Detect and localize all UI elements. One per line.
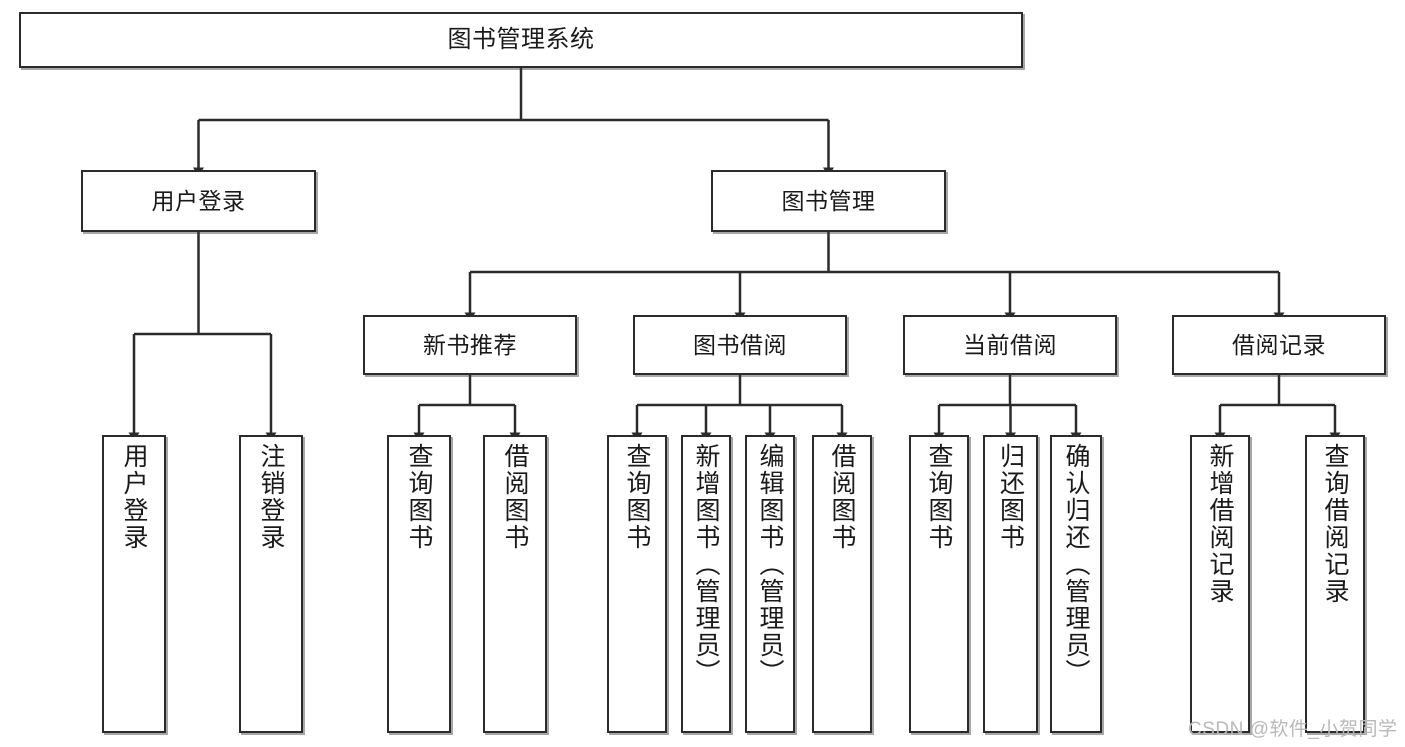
node-label: 用户登录 <box>151 187 246 214</box>
node-label: 当前借阅 <box>963 331 1057 358</box>
node-leaf-edit-book[interactable]: 编辑图书（管理员） <box>745 435 795 733</box>
node-label: 新增图书（管理员） <box>692 443 720 686</box>
node-label: 借阅图书 <box>501 443 529 551</box>
node-label: 编辑图书（管理员） <box>756 443 784 686</box>
node-user-login[interactable]: 用户登录 <box>81 170 316 232</box>
node-leaf-logout[interactable]: 注销登录 <box>239 435 303 733</box>
node-label: 查询图书 <box>623 443 651 551</box>
node-leaf-add-record[interactable]: 新增借阅记录 <box>1190 435 1250 733</box>
csdn-watermark: CSDN @软件_小贺同学 <box>1188 719 1398 740</box>
node-label: 新书推荐 <box>423 331 517 358</box>
node-label: 图书管理系统 <box>447 26 595 54</box>
node-leaf-borrow-book-2[interactable]: 借阅图书 <box>812 435 872 733</box>
node-label: 用户登录 <box>120 443 148 551</box>
node-label: 借阅记录 <box>1232 331 1326 358</box>
node-label: 新增借阅记录 <box>1206 443 1234 605</box>
node-label: 图书借阅 <box>693 331 787 358</box>
node-current-borrow[interactable]: 当前借阅 <box>903 315 1117 375</box>
node-label: 查询借阅记录 <box>1321 443 1349 605</box>
node-leaf-return-book[interactable]: 归还图书 <box>983 435 1038 733</box>
node-label: 注销登录 <box>257 443 285 551</box>
node-book-borrow[interactable]: 图书借阅 <box>633 315 847 375</box>
node-label: 查询图书 <box>405 443 433 551</box>
node-leaf-query-book-1[interactable]: 查询图书 <box>387 435 451 733</box>
node-label: 归还图书 <box>996 443 1025 551</box>
node-leaf-user-login[interactable]: 用户登录 <box>102 435 166 733</box>
node-label: 图书管理 <box>781 187 876 214</box>
node-new-book-rec[interactable]: 新书推荐 <box>363 315 577 375</box>
node-leaf-borrow-book-1[interactable]: 借阅图书 <box>483 435 547 733</box>
node-label: 借阅图书 <box>828 443 856 551</box>
node-label: 查询图书 <box>925 443 953 551</box>
node-borrow-record[interactable]: 借阅记录 <box>1172 315 1386 375</box>
node-root[interactable]: 图书管理系统 <box>19 12 1023 68</box>
node-label: 确认归还（管理员） <box>1062 443 1090 686</box>
edges-group <box>128 68 1341 442</box>
node-leaf-query-book-3[interactable]: 查询图书 <box>909 435 969 733</box>
node-book-manage[interactable]: 图书管理 <box>711 170 946 232</box>
node-leaf-confirm-return[interactable]: 确认归还（管理员） <box>1050 435 1102 733</box>
node-leaf-query-record[interactable]: 查询借阅记录 <box>1305 435 1365 733</box>
node-leaf-query-book-2[interactable]: 查询图书 <box>607 435 667 733</box>
node-leaf-add-book[interactable]: 新增图书（管理员） <box>681 435 731 733</box>
